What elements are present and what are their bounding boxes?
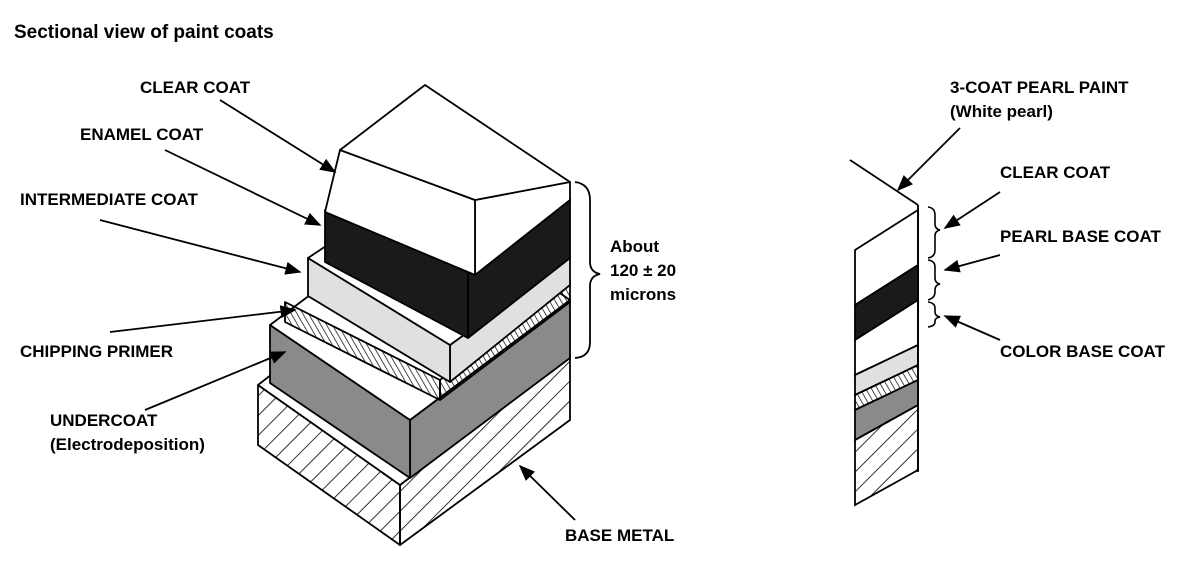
leader-clear-coat [219, 99, 337, 173]
label-clear-coat: CLEAR COAT [140, 78, 251, 97]
label-base-metal: BASE METAL [565, 526, 674, 545]
leader-chipping-primer [109, 305, 297, 333]
layer-stack [257, 84, 571, 546]
leader-undercoat [144, 351, 287, 411]
thickness-brace [574, 181, 601, 359]
label-pearl-paint-sub: (White pearl) [950, 102, 1053, 121]
left-leader-lines [99, 99, 576, 521]
thickness-label-1: About [610, 237, 659, 256]
label-pearl-base-coat: PEARL BASE COAT [1000, 227, 1162, 246]
leader-enamel-coat [164, 149, 322, 226]
right-leader-lines [896, 127, 1001, 341]
label-intermediate-coat: INTERMEDIATE COAT [20, 190, 198, 209]
label-right-clear-coat: CLEAR COAT [1000, 163, 1111, 182]
leader-pearl-paint [896, 127, 961, 192]
label-enamel-coat: ENAMEL COAT [80, 125, 204, 144]
leader-color-base-coat [943, 315, 1001, 341]
label-undercoat-sub: (Electrodeposition) [50, 435, 205, 454]
label-pearl-paint: 3-COAT PEARL PAINT [950, 78, 1129, 97]
leader-pearl-base-coat [943, 254, 1001, 273]
page-title: Sectional view of paint coats [14, 22, 274, 43]
right-braces [927, 206, 941, 328]
clear-coat-layer [324, 84, 571, 276]
pearl-edge-view [849, 159, 919, 507]
leader-base-metal [518, 464, 576, 521]
label-undercoat: UNDERCOAT [50, 411, 158, 430]
label-chipping-primer: CHIPPING PRIMER [20, 342, 173, 361]
thickness-label-3: microns [610, 285, 676, 304]
label-color-base-coat: COLOR BASE COAT [1000, 342, 1166, 361]
leader-right-clear-coat [943, 191, 1001, 229]
thickness-label-2: 120 ± 20 [610, 261, 676, 280]
leader-intermediate-coat [99, 219, 302, 275]
